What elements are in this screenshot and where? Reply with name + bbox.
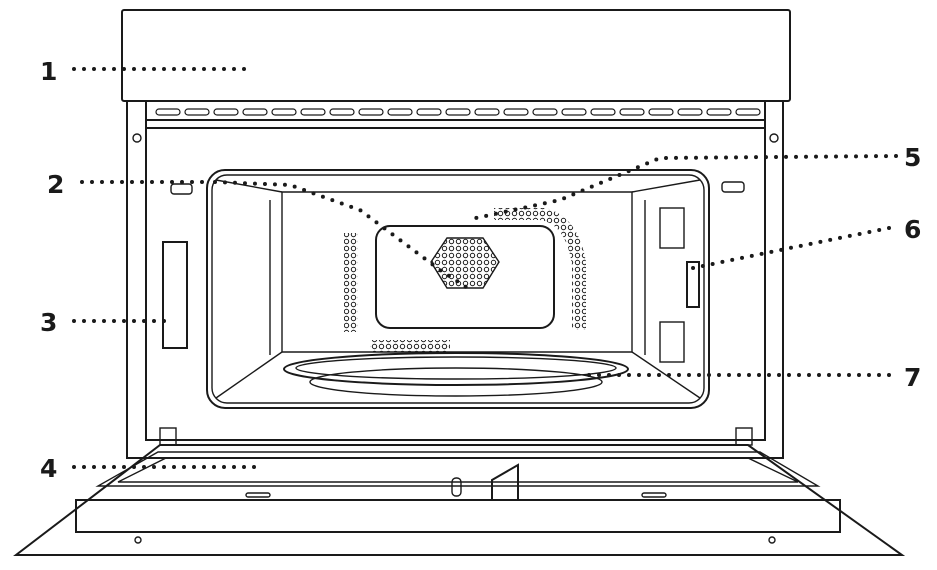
vent-slot	[387, 108, 413, 116]
vent-slot	[155, 108, 181, 116]
leader-2-tail	[213, 180, 468, 289]
vent-slot	[503, 108, 529, 116]
vent-slot	[735, 108, 761, 116]
vent-slot	[358, 108, 384, 116]
vent-slot	[561, 108, 587, 116]
callout-2: 2	[47, 170, 64, 199]
vent-slot	[445, 108, 471, 116]
top-vent-slots	[155, 108, 761, 116]
leader-lines	[72, 67, 898, 469]
vent-slot	[532, 108, 558, 116]
callout-3: 3	[40, 308, 57, 337]
vent-slot	[706, 108, 732, 116]
vent-slot	[677, 108, 703, 116]
wall-label-plate	[162, 181, 745, 349]
callout-7: 7	[904, 363, 921, 392]
glass-turntable	[283, 352, 629, 397]
oven-cavity	[206, 169, 710, 409]
vent-slot	[184, 108, 210, 116]
leader-6	[691, 226, 891, 270]
callout-6: 6	[904, 215, 921, 244]
vent-slot	[329, 108, 355, 116]
vent-slot	[300, 108, 326, 116]
callout-4: 4	[40, 454, 57, 483]
callout-numbers: 1 2 3 4 5 6 7	[40, 57, 921, 483]
ceiling-grill	[375, 225, 555, 329]
vent-slot	[648, 108, 674, 116]
oven-door	[13, 427, 906, 556]
control-panel	[121, 9, 791, 102]
waveguide-cover	[659, 207, 700, 363]
leader-5	[474, 154, 898, 220]
callout-1: 1	[40, 57, 57, 86]
cavity-vent	[344, 208, 586, 352]
vent-slot	[619, 108, 645, 116]
vent-slot	[474, 108, 500, 116]
vent-slot	[590, 108, 616, 116]
callout-5: 5	[904, 143, 921, 172]
vent-slot	[242, 108, 268, 116]
vent-slot	[213, 108, 239, 116]
vent-slot	[271, 108, 297, 116]
vent-slot	[416, 108, 442, 116]
